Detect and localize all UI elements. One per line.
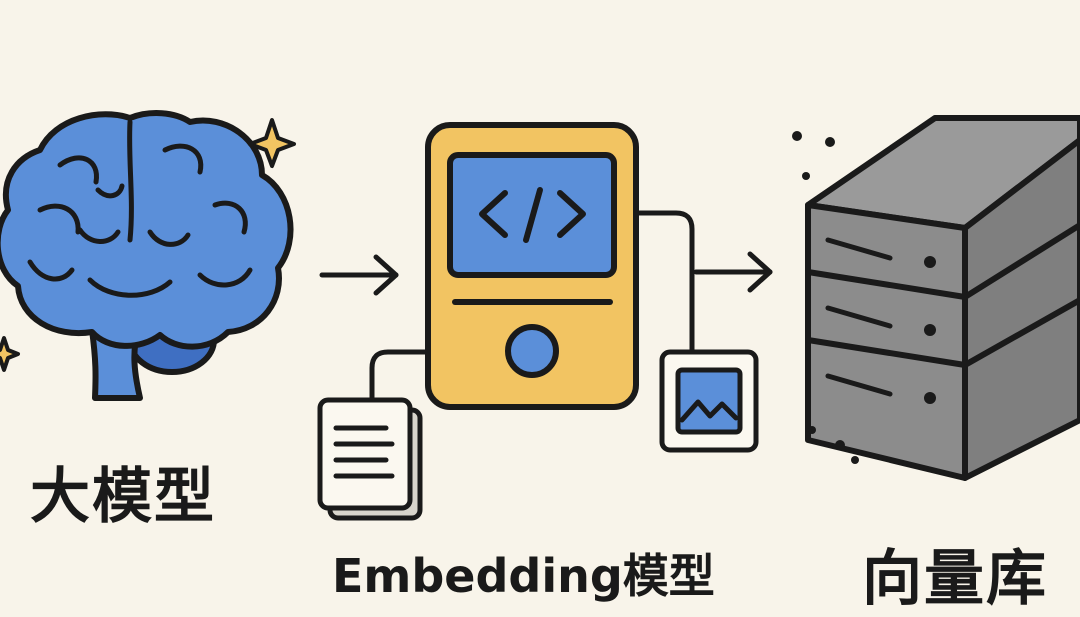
arrow-right-icon	[693, 251, 773, 293]
scatter-dots	[792, 131, 859, 464]
vector-db-label: 向量库	[862, 544, 1048, 614]
arrow-right-icon	[319, 254, 399, 296]
document-icon	[317, 397, 423, 521]
code-device-icon	[425, 122, 639, 410]
server-stack-icon	[805, 115, 1080, 481]
sparkle-icon	[0, 336, 20, 372]
sparkle-icon	[248, 118, 296, 168]
image-icon	[659, 349, 759, 453]
embedding-label: Embedding模型	[332, 549, 715, 603]
connector-lines	[369, 210, 695, 405]
brain-icon	[0, 110, 294, 401]
llm-label: 大模型	[30, 462, 216, 532]
